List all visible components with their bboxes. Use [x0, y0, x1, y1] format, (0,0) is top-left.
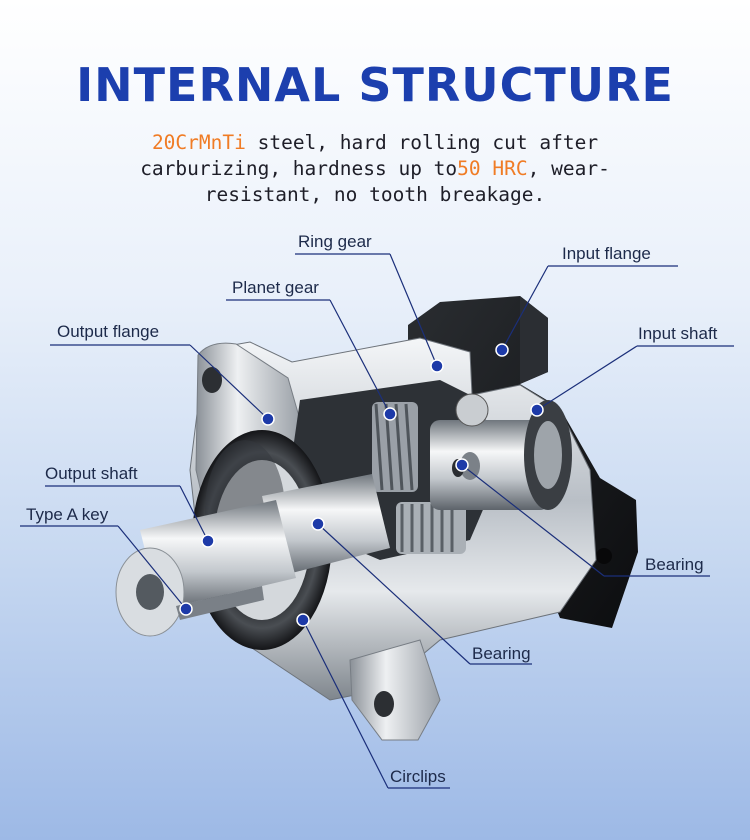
label-bearing-right: Bearing	[645, 555, 704, 574]
circlips-dot	[296, 613, 310, 627]
input-flange-dot	[495, 343, 509, 357]
material-highlight: 20CrMnTi	[151, 131, 246, 154]
label-input-shaft: Input shaft	[638, 324, 718, 343]
input-shaft-leader	[536, 345, 734, 411]
page-title: INTERNAL STRUCTURE	[76, 58, 674, 112]
input-flange-leader	[501, 265, 678, 351]
ring-gear-leader	[295, 253, 438, 367]
output-shaft-leader	[45, 485, 209, 542]
output-shaft-dot	[201, 534, 215, 548]
output-flange-dot	[261, 412, 275, 426]
planet-gear-leader	[226, 299, 391, 415]
label-bearing-bottom: Bearing	[472, 644, 531, 663]
description-text: 20CrMnTi steel, hard rolling cut after c…	[95, 130, 655, 208]
description-part: steel, hard rolling cut after carburizin…	[140, 131, 599, 180]
input-shaft-dot	[530, 403, 544, 417]
label-circlips: Circlips	[390, 767, 446, 786]
label-ring-gear: Ring gear	[298, 232, 372, 251]
anchor-dots	[179, 343, 544, 627]
label-planet-gear: Planet gear	[232, 278, 319, 297]
label-output-flange: Output flange	[57, 322, 160, 341]
output-flange-leader	[50, 344, 269, 420]
label-type-a-key: Type A key	[26, 505, 109, 524]
label-output-shaft: Output shaft	[45, 464, 138, 483]
label-input-flange: Input flange	[562, 244, 651, 263]
input-shaft-assembly	[430, 393, 572, 510]
leader-lines	[20, 253, 734, 789]
description-part: , wear-resistant, no tooth breakage.	[204, 157, 610, 206]
type-a-key-dot	[179, 602, 193, 616]
bearing-right-leader	[461, 464, 710, 577]
bearing-bottom-leader	[317, 523, 532, 665]
bearing-bottom-dot	[311, 517, 325, 531]
ring-gear-dot	[430, 359, 444, 373]
hardness-highlight: 50 HRC	[457, 157, 528, 180]
output-shaft	[115, 474, 390, 637]
planet-gear-dot	[383, 407, 397, 421]
planet-gears	[372, 402, 466, 554]
circlips-leader	[302, 619, 450, 789]
type-a-key-leader	[20, 525, 187, 610]
bearing-right-dot	[455, 458, 469, 472]
